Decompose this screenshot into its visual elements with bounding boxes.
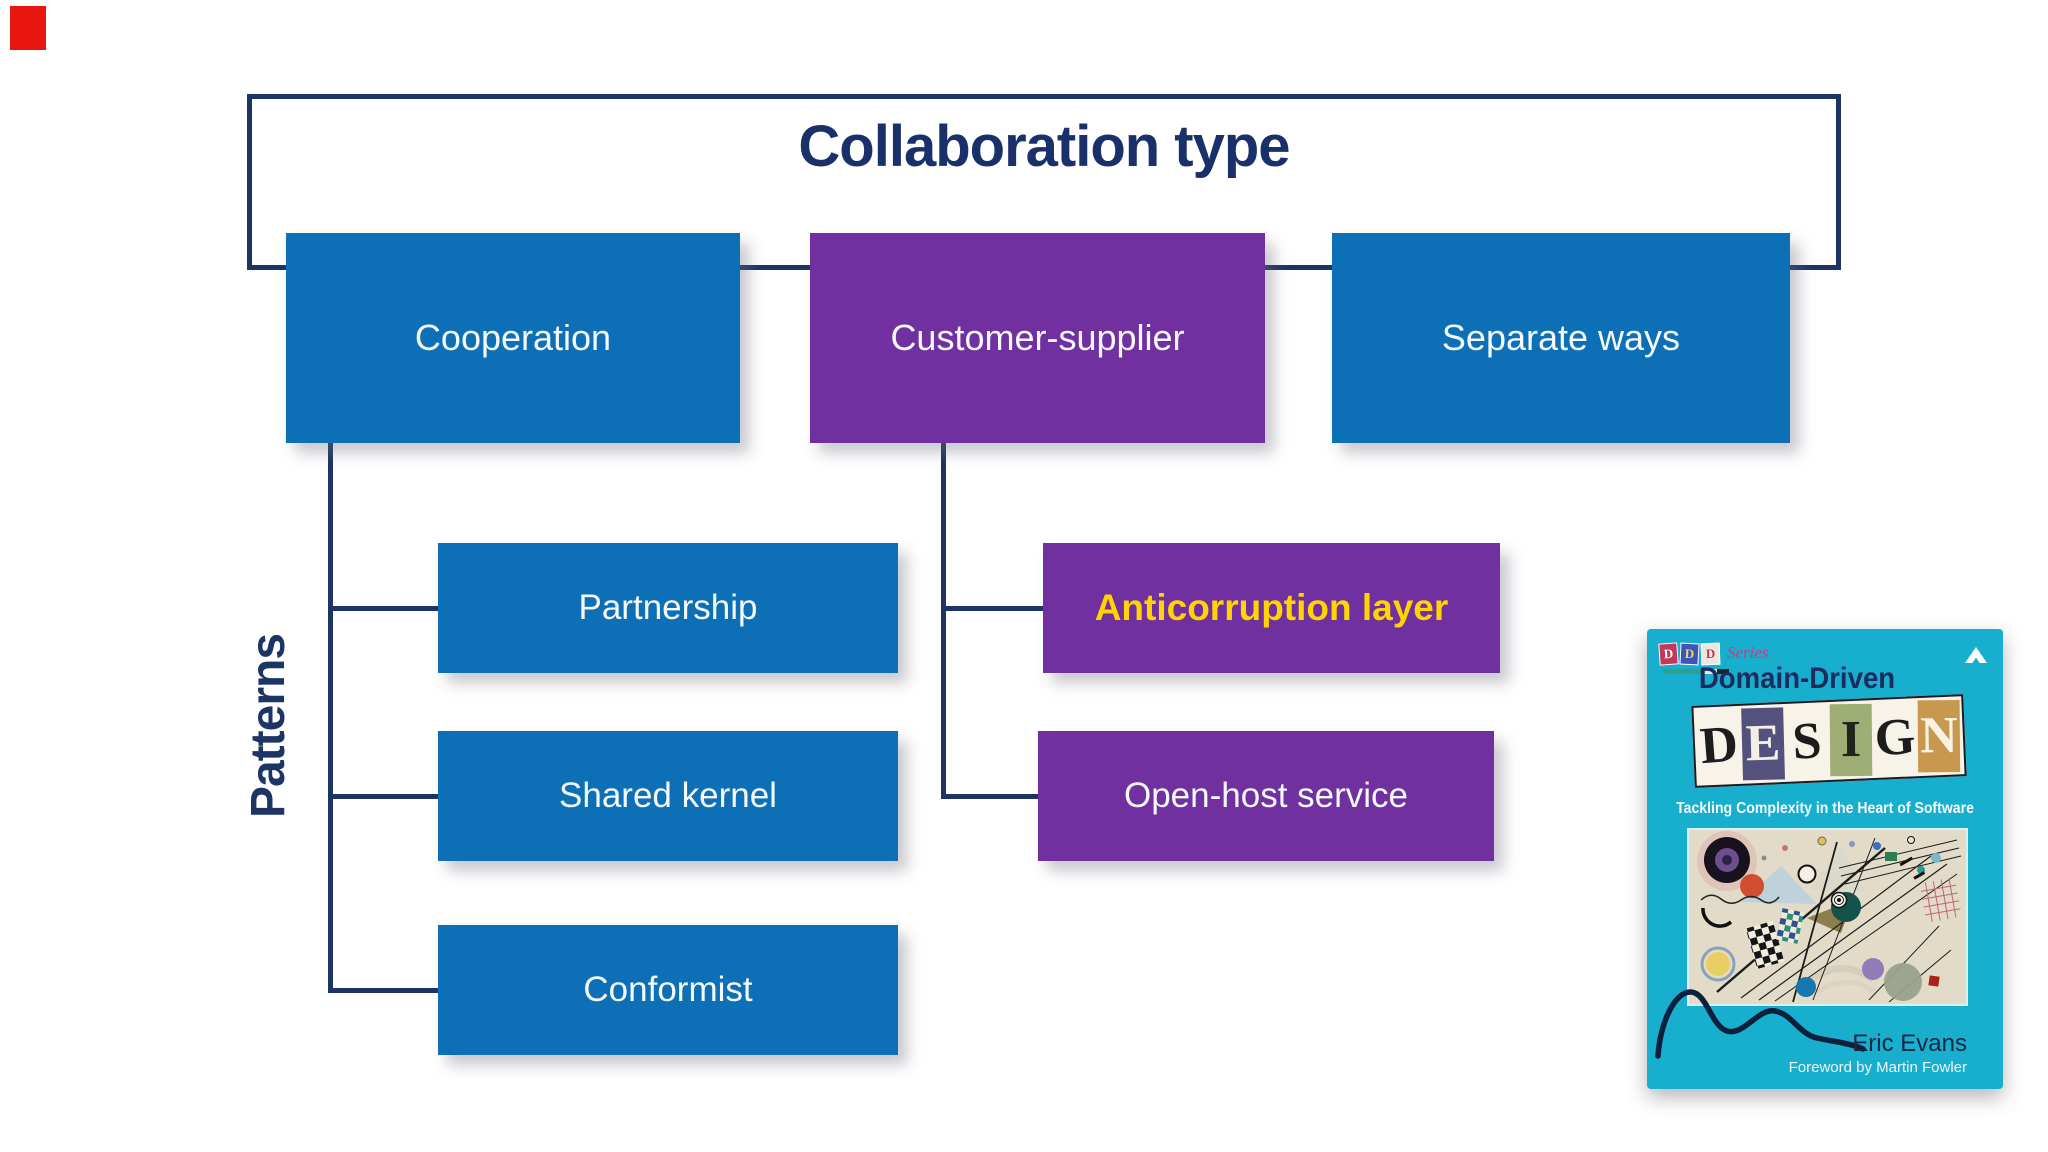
design-tile-i: I	[1829, 703, 1873, 777]
publisher-logo-icon	[1965, 647, 1987, 668]
box-conformist-label: Conformist	[583, 970, 753, 1009]
collaboration-type-title: Collaboration type	[798, 114, 1290, 179]
red-corner-marker	[10, 6, 46, 50]
design-tile-n: N	[1917, 700, 1961, 773]
book-foreword: Foreword by Martin Fowler	[1788, 1059, 1967, 1076]
connector-trunk-cooperation	[328, 440, 333, 993]
box-customer-supplier: Customer-supplier	[810, 233, 1265, 443]
box-partnership-label: Partnership	[578, 588, 758, 627]
box-cooperation-label: Cooperation	[414, 317, 612, 358]
box-shared-kernel: Shared kernel	[438, 731, 898, 861]
kandinsky-painting	[1687, 828, 1968, 1006]
box-customer-supplier-label: Customer-supplier	[890, 317, 1185, 358]
connector-stub-partnership	[330, 606, 440, 611]
connector-stub-conformist	[330, 988, 440, 993]
box-anticorruption-layer-label: Anticorruption layer	[1094, 587, 1449, 628]
patterns-label: Patterns	[242, 633, 295, 819]
series-logo: D D D Series	[1658, 642, 1769, 666]
box-anticorruption-layer: Anticorruption layer	[1043, 543, 1500, 673]
design-tile-s: S	[1783, 704, 1831, 780]
box-shared-kernel-label: Shared kernel	[559, 776, 777, 815]
connector-stub-shared-kernel	[330, 794, 440, 799]
design-tile-d: D	[1695, 708, 1743, 784]
box-separate-ways-label: Separate ways	[1441, 317, 1681, 358]
pencil-icon	[1663, 669, 1729, 674]
design-tile-e: E	[1741, 707, 1785, 781]
box-partnership: Partnership	[438, 543, 898, 673]
box-open-host-service-label: Open-host service	[1123, 776, 1409, 815]
box-cooperation: Cooperation	[286, 233, 740, 443]
box-separate-ways: Separate ways	[1332, 233, 1790, 443]
box-conformist: Conformist	[438, 925, 898, 1055]
connector-stub-open-host-service	[941, 794, 1038, 799]
book-subtitle: Tackling Complexity in the Heart of Soft…	[1676, 800, 1974, 817]
connector-trunk-customer-supplier	[941, 440, 946, 798]
book-author: Eric Evans	[1852, 1030, 1967, 1057]
series-label: Series	[1727, 643, 1769, 662]
book-title: Domain-Driven	[1698, 662, 1896, 695]
box-open-host-service: Open-host service	[1038, 731, 1494, 861]
design-tile-g: G	[1871, 700, 1919, 776]
connector-stub-anticorruption-layer	[941, 606, 1043, 611]
